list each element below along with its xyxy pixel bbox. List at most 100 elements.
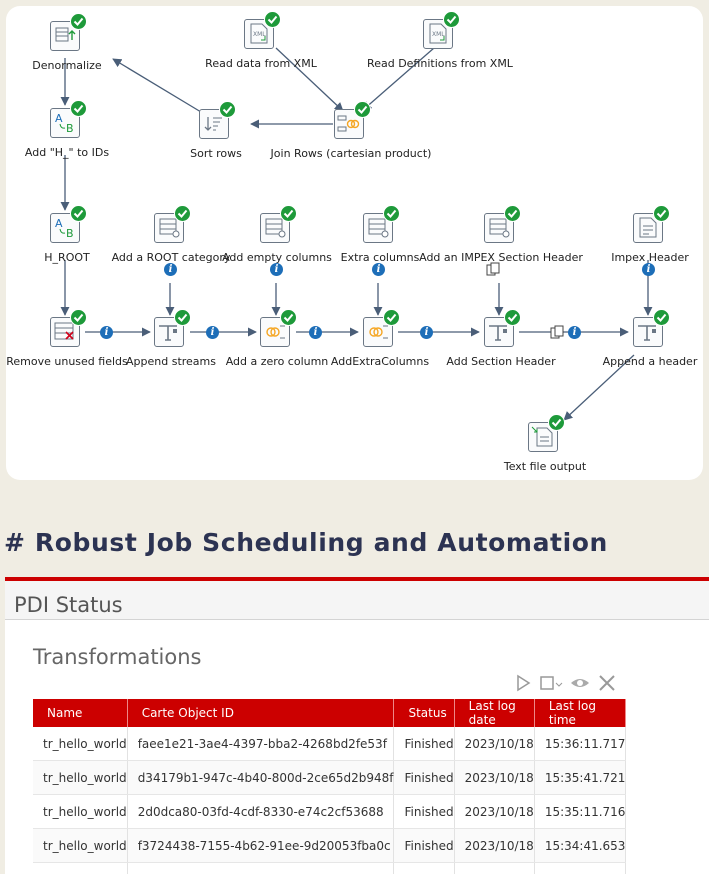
info-icon[interactable]: i xyxy=(164,263,177,276)
replace-string-icon: AB xyxy=(55,112,74,135)
info-icon[interactable]: i xyxy=(372,263,385,276)
step-label: AddExtraColumns xyxy=(330,355,430,368)
check-icon xyxy=(280,205,297,222)
step-text-file-output[interactable]: Text file output xyxy=(504,414,586,473)
step-label: Impex Header xyxy=(611,251,689,264)
check-icon xyxy=(70,205,87,222)
step-read-data-xml[interactable]: XML Read data from XML xyxy=(205,11,317,70)
step-add-root-category[interactable]: Add a ROOT category xyxy=(112,205,230,264)
info-icon[interactable]: i xyxy=(100,326,113,339)
text-file-output-icon xyxy=(531,426,553,447)
cell-name: tr_hello_world xyxy=(33,727,128,761)
append-icon xyxy=(638,325,656,341)
cell-last-log-time: 15:35:11.716 xyxy=(534,794,627,829)
cell-status: Finished xyxy=(393,727,455,761)
step-extra-columns[interactable]: Extra columns xyxy=(341,205,419,264)
check-icon xyxy=(504,309,521,326)
step-label: Sort rows xyxy=(190,147,242,160)
copy-rows-icon[interactable] xyxy=(550,325,566,339)
hop-read-definitions-to-join[interactable] xyxy=(362,47,435,111)
step-sort-rows[interactable]: Sort rows xyxy=(190,101,242,160)
check-icon xyxy=(174,309,191,326)
cell-carte-object-id: f3724438-7155-4b62-91ee-9d20053fba0c xyxy=(127,828,395,863)
transformation-canvas[interactable]: Denormalize XML Read data from XML XML R… xyxy=(6,6,703,480)
info-icon[interactable]: i xyxy=(309,326,322,339)
step-add-zero-column[interactable]: Add a zero column xyxy=(226,309,328,368)
cell-name: tr_hello_world xyxy=(33,828,128,863)
hop-sort-to-denormalize[interactable] xyxy=(112,58,202,113)
svg-text:B: B xyxy=(66,227,74,240)
info-icon[interactable]: i xyxy=(642,263,655,276)
info-icon[interactable]: i xyxy=(206,326,219,339)
step-add-extra-columns[interactable]: AddExtraColumns xyxy=(331,309,429,368)
check-icon xyxy=(354,101,371,118)
step-add-empty-columns[interactable]: Add empty columns xyxy=(222,205,332,264)
data-grid-icon xyxy=(489,218,510,238)
svg-text:A: A xyxy=(55,217,63,230)
close-icon[interactable] xyxy=(597,673,617,693)
append-icon xyxy=(489,325,507,341)
step-label: Append a header xyxy=(602,355,698,368)
info-icon[interactable]: i xyxy=(568,326,581,339)
column-header-name[interactable]: Name xyxy=(33,699,128,727)
cell-status xyxy=(393,862,455,874)
column-header-last-log-time[interactable]: Last log time xyxy=(534,699,627,727)
cell-last-log-date: 2023/10/18 xyxy=(454,794,535,829)
check-icon xyxy=(70,100,87,117)
xml-file-icon: XML xyxy=(429,23,447,44)
cell-last-log-date xyxy=(454,862,535,874)
cell-last-log-time: 15:36:11.717 xyxy=(534,727,627,761)
step-append-streams[interactable]: Append streams xyxy=(126,309,216,368)
check-icon xyxy=(280,309,297,326)
table-row[interactable]: tr_hello_world f3724438-7155-4b62-91ee-9… xyxy=(33,828,627,863)
step-label: Read Definitions from XML xyxy=(367,57,513,70)
step-add-impex-section-header[interactable]: Add an IMPEX Section Header xyxy=(419,205,583,264)
column-header-carte-object-id[interactable]: Carte Object ID xyxy=(127,699,395,727)
column-header-last-log-date[interactable]: Last log date xyxy=(454,699,535,727)
step-impex-header[interactable]: Impex Header xyxy=(611,205,689,264)
cell-last-log-time: 15:35:41.721 xyxy=(534,760,627,795)
play-icon[interactable] xyxy=(513,673,533,693)
svg-text:B: B xyxy=(66,122,74,135)
info-icon[interactable]: i xyxy=(270,263,283,276)
denormalizer-icon xyxy=(55,27,76,42)
step-join-rows[interactable]: Join Rows (cartesian product) xyxy=(271,101,431,160)
hop-read-data-to-join[interactable] xyxy=(275,47,344,112)
status-accent-bar xyxy=(5,577,709,581)
table-row[interactable]: tr_hello_world d34179b1-947c-4b40-800d-2… xyxy=(33,760,627,795)
step-label: Add "H_" to IDs xyxy=(24,146,110,159)
svg-text:XML: XML xyxy=(253,31,266,38)
column-header-status[interactable]: Status xyxy=(393,699,455,727)
append-icon xyxy=(159,325,177,341)
step-append-header[interactable]: Append a header xyxy=(603,309,697,368)
step-label: Add empty columns xyxy=(222,251,332,264)
check-icon xyxy=(219,101,236,118)
info-icon[interactable]: i xyxy=(420,326,433,339)
step-denormalize[interactable]: Denormalize xyxy=(32,13,102,72)
cell-last-log-date: 2023/10/18 xyxy=(454,828,535,863)
copy-rows-icon[interactable] xyxy=(486,262,502,276)
table-row[interactable] xyxy=(33,862,627,874)
sort-icon xyxy=(204,117,222,131)
check-icon xyxy=(383,205,400,222)
step-label: Extra columns xyxy=(340,251,420,264)
hop-append-header-to-output[interactable] xyxy=(563,354,635,421)
step-add-section-header[interactable]: Add Section Header xyxy=(446,309,556,368)
step-label: Append streams xyxy=(126,355,216,368)
check-icon xyxy=(174,205,191,222)
hop-layer xyxy=(60,47,653,421)
view-icon[interactable] xyxy=(569,673,591,693)
replace-string-icon: AB xyxy=(55,217,74,240)
step-read-definitions-xml[interactable]: XML Read Definitions from XML xyxy=(367,11,513,70)
table-row[interactable]: tr_hello_world 2d0dca80-03fd-4cdf-8330-e… xyxy=(33,794,627,829)
check-icon xyxy=(70,13,87,30)
stop-icon[interactable] xyxy=(538,673,564,693)
table-row[interactable]: tr_hello_world faee1e21-3ae4-4397-bba2-4… xyxy=(33,727,627,761)
join-icon xyxy=(337,115,360,132)
step-label: Add a zero column xyxy=(225,355,329,368)
check-icon xyxy=(504,205,521,222)
step-remove-unused-fields[interactable]: Remove unused fields xyxy=(6,309,128,368)
cell-status: Finished xyxy=(393,794,455,829)
